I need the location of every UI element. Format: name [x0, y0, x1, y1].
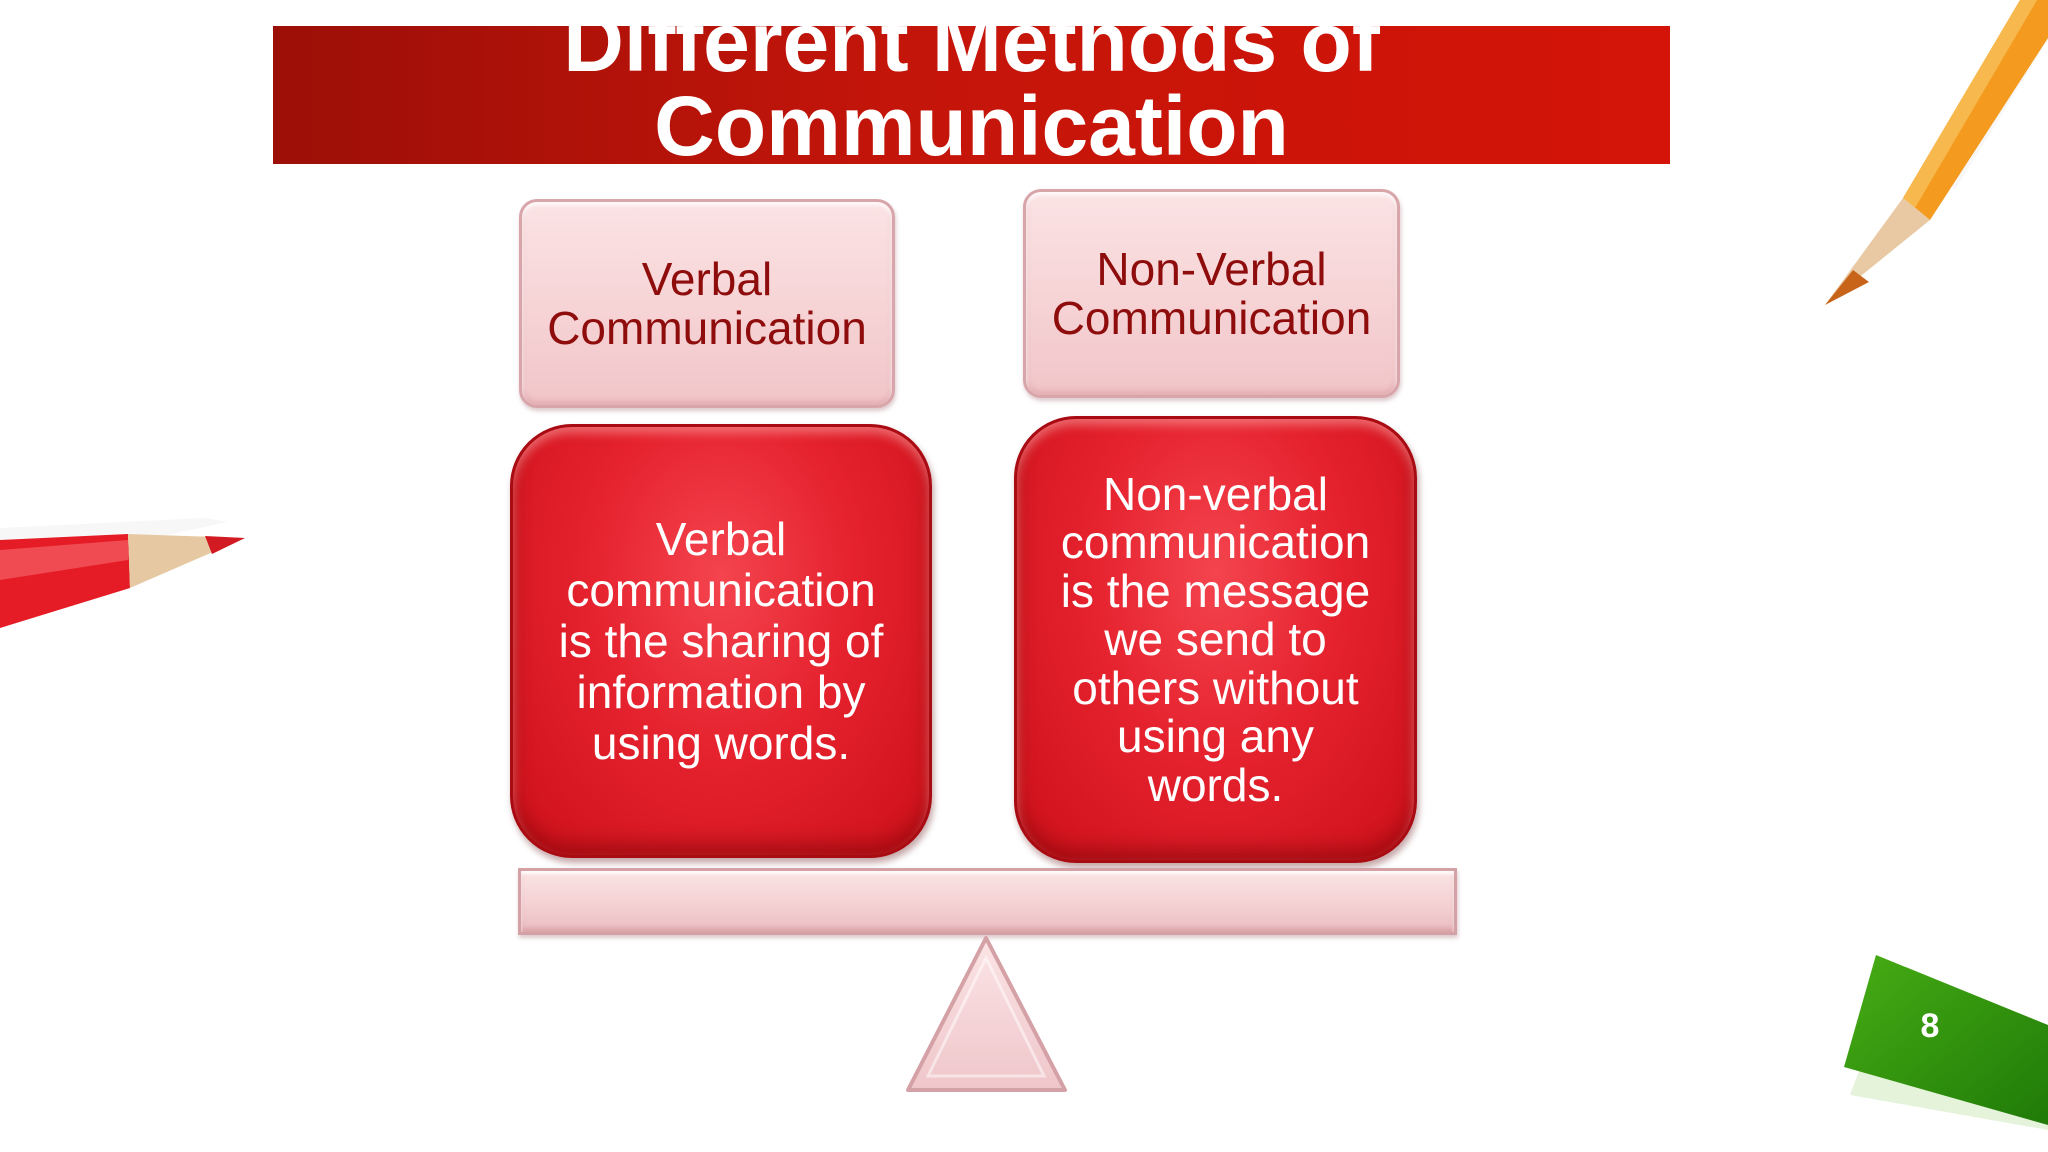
page-number: 8: [1920, 1007, 1940, 1045]
verbal-description-box: Verbal communication is the sharing of i…: [510, 424, 932, 858]
nonverbal-description-line: is the message: [1060, 564, 1371, 617]
nonverbal-label-line-1: Non-Verbal: [1096, 242, 1327, 295]
nonverbal-description-line: Non-verbal: [1102, 467, 1328, 520]
verbal-description-line: is the sharing of: [558, 614, 884, 667]
pencil-red-icon: [0, 518, 245, 628]
verbal-description-line: communication: [566, 563, 876, 616]
fulcrum-triangle-icon: [906, 936, 1067, 1092]
verbal-description-line: using words.: [591, 716, 851, 769]
slide-title-line-2: Communication: [654, 79, 1289, 164]
nonverbal-description-text: Non-verbal communication is the message …: [1061, 470, 1370, 810]
page-corner-tag-icon: [1844, 955, 2048, 1130]
nonverbal-description-line: using any: [1117, 710, 1314, 763]
nonverbal-description-line: others without: [1072, 661, 1359, 714]
verbal-description-text: Verbal communication is the sharing of i…: [558, 512, 884, 769]
nonverbal-description-box: Non-verbal communication is the message …: [1014, 416, 1417, 863]
slide-title-line-1: Different Methods of: [563, 26, 1380, 89]
pencil-orange-icon: [1825, 0, 2048, 305]
balance-beam: [518, 868, 1457, 935]
nonverbal-description-line: communication: [1060, 516, 1371, 569]
slide-title: Different Methods of Communication: [273, 26, 1670, 164]
verbal-label-line-2: Communication: [547, 301, 867, 354]
verbal-description-line: information by: [576, 665, 866, 718]
nonverbal-description-line: words.: [1147, 758, 1284, 811]
verbal-label-box: Verbal Communication: [519, 199, 895, 408]
verbal-label-line-1: Verbal: [641, 252, 773, 305]
title-banner: Different Methods of Communication: [273, 26, 1670, 164]
nonverbal-label-box: Non-Verbal Communication: [1023, 189, 1400, 398]
verbal-description-line: Verbal: [655, 512, 787, 565]
nonverbal-description-line: we send to: [1104, 613, 1327, 666]
nonverbal-label-line-2: Communication: [1051, 291, 1372, 344]
